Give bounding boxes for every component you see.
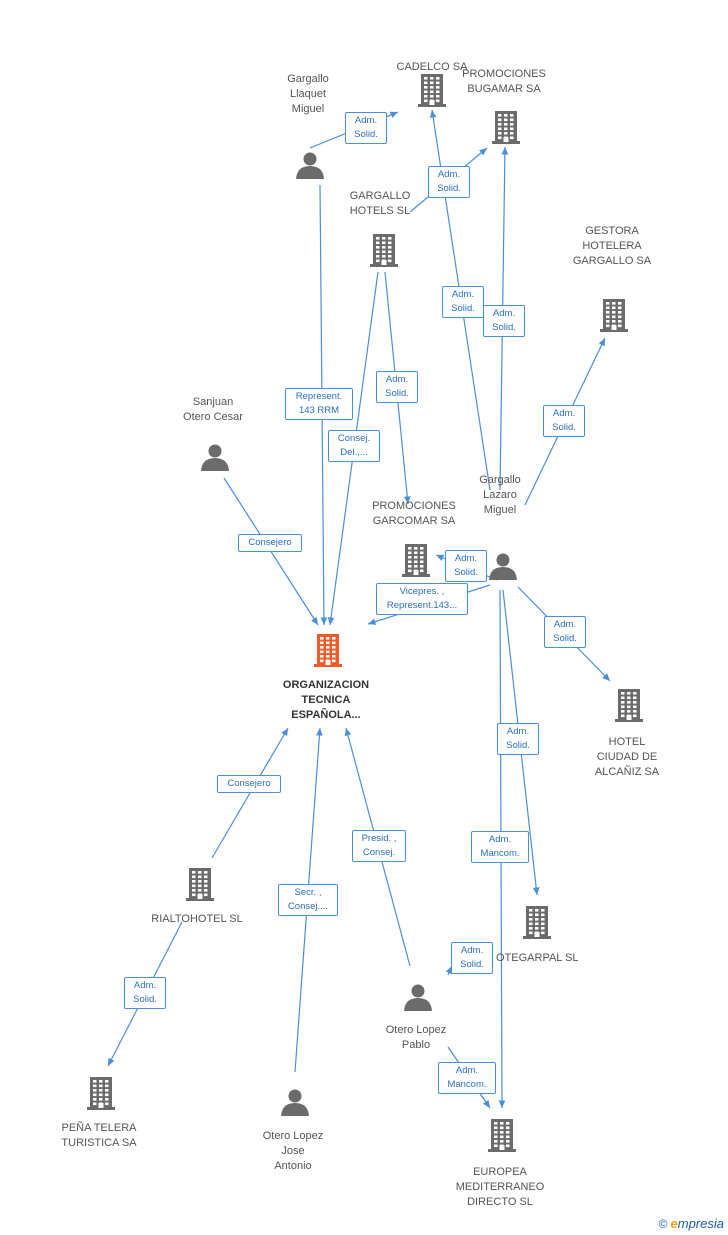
node-label-gestora[interactable]: GESTORA HOTELERA GARGALLO SA — [572, 225, 652, 267]
node-label-lazaro[interactable]: Gargallo Lazaro Miguel — [479, 474, 521, 516]
edge-label-lazaro-gestora[interactable]: Adm. Solid. — [543, 405, 585, 437]
edge-line-rialto-main — [211, 727, 289, 859]
node-label-main[interactable]: ORGANIZACION TECNICA ESPAÑOLA... — [282, 679, 370, 721]
node-label-jose[interactable]: Otero Lopez Jose Antonio — [262, 1130, 324, 1172]
edge-label-lazaro-bugamar[interactable]: Adm. Solid. — [483, 305, 525, 337]
person-icon-lazaro[interactable] — [489, 553, 517, 581]
node-label-otegarpal[interactable]: OTEGARPAL SL — [496, 952, 579, 964]
edge-label-lazaro-main[interactable]: Vicepres. , Represent.143... — [376, 583, 468, 615]
building-icon-bugamar[interactable] — [492, 111, 520, 144]
edge-label-llaquet-main[interactable]: Represent. 143 RRM — [285, 388, 353, 420]
person-icon-llaquet[interactable] — [296, 152, 324, 180]
edge-label-hotels-garcomar[interactable]: Adm. Solid. — [376, 371, 418, 403]
person-icon-sanjuan[interactable] — [201, 444, 229, 472]
building-icon-cadelco[interactable] — [418, 74, 446, 107]
node-label-llaquet[interactable]: Gargallo Llaquet Miguel — [287, 73, 329, 115]
edge-label-lazaro-cadelco[interactable]: Adm. Solid. — [442, 286, 484, 318]
node-label-hotels[interactable]: GARGALLO HOTELS SL — [349, 190, 411, 217]
copyright-symbol: © — [658, 1217, 668, 1231]
edge-label-lazaro-europea[interactable]: Adm. Mancom. — [471, 831, 529, 863]
edge-label-sanjuan-main[interactable]: Consejero — [238, 534, 302, 552]
empresia-logo[interactable]: ©empresia — [659, 1216, 724, 1231]
building-icon-garcomar[interactable] — [402, 544, 430, 577]
building-icon-europea[interactable] — [488, 1119, 516, 1152]
node-label-alcaniz[interactable]: HOTEL CIUDAD DE ALCAÑIZ SA — [594, 736, 660, 778]
building-icon-alcaniz[interactable] — [615, 689, 643, 722]
building-icon-hotels[interactable] — [370, 234, 398, 267]
node-label-rialto[interactable]: RIALTOHOTEL SL — [151, 913, 243, 925]
edge-label-hotels-bugamar[interactable]: Adm. Solid. — [428, 166, 470, 198]
edge-label-rialto-main[interactable]: Consejero — [217, 775, 281, 793]
node-label-cadelco[interactable]: CADELCO SA — [396, 61, 468, 73]
building-icon-otegarpal[interactable] — [523, 906, 551, 939]
edge-label-pablo-europea[interactable]: Adm. Mancom. — [438, 1062, 496, 1094]
building-icon-gestora[interactable] — [600, 299, 628, 332]
edge-label-rialto-penya[interactable]: Adm. Solid. — [124, 977, 166, 1009]
node-label-garcomar[interactable]: PROMOCIONES GARCOMAR SA — [372, 500, 456, 527]
node-label-sanjuan[interactable]: Sanjuan Otero Cesar — [183, 396, 243, 423]
building-icon-main[interactable] — [314, 634, 342, 667]
edge-label-llaquet-cadelco[interactable]: Adm. Solid. — [345, 112, 387, 144]
edge-label-lazaro-alcaniz[interactable]: Adm. Solid. — [544, 616, 586, 648]
logo-name: mpresia — [677, 1216, 724, 1231]
person-icon-pablo[interactable] — [404, 984, 432, 1012]
person-icon-jose[interactable] — [281, 1089, 309, 1117]
edge-label-hotels-main[interactable]: Consej. Del.,... — [328, 430, 380, 462]
edge-label-pablo-otegarpal[interactable]: Adm. Solid. — [451, 942, 493, 974]
edge-label-jose-main[interactable]: Secr. , Consej.... — [278, 884, 338, 916]
node-label-europea[interactable]: EUROPEA MEDITERRANEO DIRECTO SL — [455, 1166, 545, 1208]
logo-initial: e — [670, 1216, 678, 1231]
building-icon-penya[interactable] — [87, 1077, 115, 1110]
edge-label-lazaro-otegarpal[interactable]: Adm. Solid. — [497, 723, 539, 755]
edge-label-pablo-main[interactable]: Presid. , Consej. — [352, 830, 406, 862]
node-label-penya[interactable]: PEÑA TELERA TURISTICA SA — [61, 1122, 137, 1149]
building-icon-rialto[interactable] — [186, 868, 214, 901]
node-label-bugamar[interactable]: PROMOCIONES BUGAMAR SA — [462, 68, 546, 95]
edge-label-lazaro-garcomar[interactable]: Adm. Solid. — [445, 550, 487, 582]
node-label-pablo[interactable]: Otero Lopez Pablo — [385, 1024, 447, 1051]
